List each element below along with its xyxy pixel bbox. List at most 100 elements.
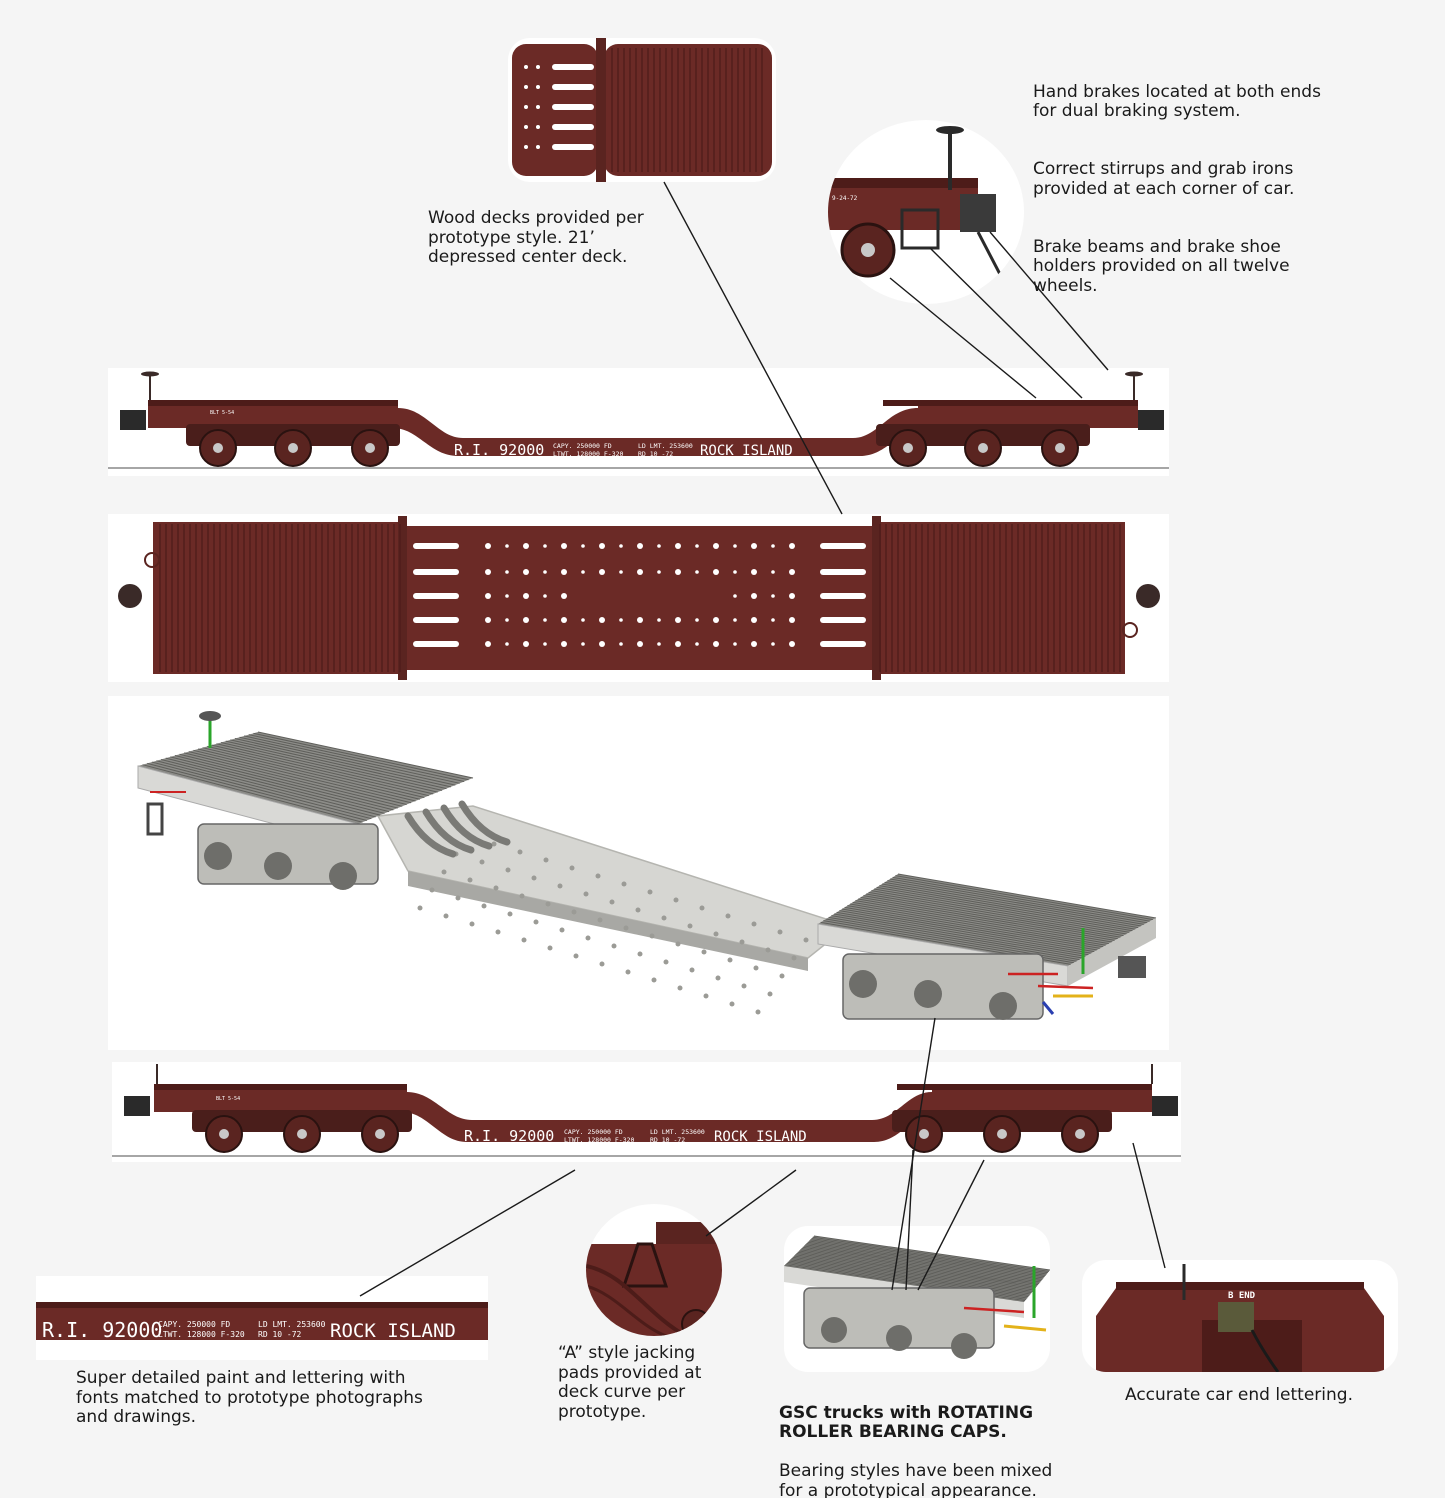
deck-hole [651,977,657,983]
deck-hole [695,544,699,548]
deck-hole [531,875,537,881]
deck-hole [777,929,783,935]
deck-hole [771,594,775,598]
deck-hole [485,543,491,549]
deck-hole [733,642,737,646]
deck-hole [771,618,775,622]
callout-brakes-p3: Brake beams and brake shoe holders provi… [1033,236,1290,296]
deck-hole [597,917,603,923]
deck-hole [637,617,643,623]
plan-view-drawing [118,516,1160,680]
deck-slot [413,641,459,647]
deck-hole [677,985,683,991]
deck-hole [663,959,669,965]
deck-hole [523,543,529,549]
deck-hole [713,569,719,575]
plank-line [871,890,1127,935]
deck-hole [733,570,737,574]
deck-hole [581,618,585,622]
deck-hole [713,543,719,549]
callout-decks: Wood decks provided per prototype style.… [428,208,644,267]
ltwt-top: LTWT. 128000 F-320 [553,450,624,458]
plank-line [844,906,1098,951]
plank-line [868,891,1124,937]
deck-hole [687,923,693,929]
deck-hole [599,569,605,575]
deck-hole [619,570,623,574]
plank-line [244,735,460,784]
deck-hole [741,983,747,989]
plank-line [160,758,381,816]
plank-line [170,756,390,813]
deck-hole [733,594,737,598]
plank-line [895,875,1154,921]
deck-hole [479,859,485,865]
deck-hole [695,642,699,646]
capy-top: CAPY. 250000 FD [553,442,612,450]
plank-line [230,739,447,790]
deck-hole [469,921,475,927]
deck-hole [517,849,523,855]
deck-hole [771,544,775,548]
deck-hole [789,593,795,599]
deck-hole [713,931,719,937]
deck-hole [599,961,605,967]
deck-hole [751,593,757,599]
deck-hole [523,641,529,647]
deck-slot [820,641,866,647]
callout-trucks-bold: GSC trucks with ROTATING ROLLER BEARING … [779,1402,1034,1442]
deck-hole [543,618,547,622]
rd-bottom: RD 10 -72 [650,1136,685,1144]
callout-end-lettering: Accurate car end lettering. [1125,1385,1353,1405]
plank-line [257,731,474,779]
deck-hole [751,543,757,549]
capy-bottom: CAPY. 250000 FD [564,1128,623,1136]
deck-hole [561,543,567,549]
deck-hole [751,569,757,575]
deck-hole [481,903,487,909]
rd-detail: RD 10 -72 [258,1330,302,1339]
reporting-mark-top: R.I. 92000 [454,441,544,459]
deck-hole [753,965,759,971]
side-elevation-bottom-panel: R.I. 92000 CAPY. 250000 FD LTWT. 128000 … [112,1062,1181,1162]
deck-hole [547,945,553,951]
callout-brakes: Hand brakes located at both ends for dua… [1033,63,1363,316]
road-name-bottom: ROCK ISLAND [714,1129,807,1145]
deck-hole [789,641,795,647]
car-end-inset: B END [1082,1260,1398,1372]
deck-hole [699,905,705,911]
side-elevation-bottom-drawing: R.I. 92000 CAPY. 250000 FD LTWT. 128000 … [112,1064,1181,1157]
deck-hole [507,911,513,917]
deck-hole [485,569,491,575]
plank-line [193,749,412,804]
deck-hole [569,865,575,871]
plank-line [234,738,451,788]
plank-line [156,760,376,818]
deck-hole [441,869,447,875]
deck-hole [621,881,627,887]
deck-hole [505,544,509,548]
deck-hole [543,857,549,863]
deck-slot [413,617,459,623]
blt-top: BLT 5-54 [210,410,234,416]
car-end-mark: B END [1228,1291,1256,1301]
plank-line [865,893,1121,938]
plank-line [174,755,394,811]
deck-hole [417,905,423,911]
deck-hole [523,569,529,575]
plank-line [860,896,1116,941]
deck-hole [485,593,491,599]
deck-hole [791,955,797,961]
deck-hole [543,642,547,646]
deck-hole [505,642,509,646]
brake-detail-drawing: 9-24-72 [828,126,1005,281]
deck-hole [599,617,605,623]
deck-hole [583,891,589,897]
deck-hole [625,969,631,975]
deck-hole [771,570,775,574]
deck-hole [649,933,655,939]
deck-hole [571,909,577,915]
deck-hole [523,593,529,599]
deck-hole [657,570,661,574]
plank-line [857,898,1113,943]
